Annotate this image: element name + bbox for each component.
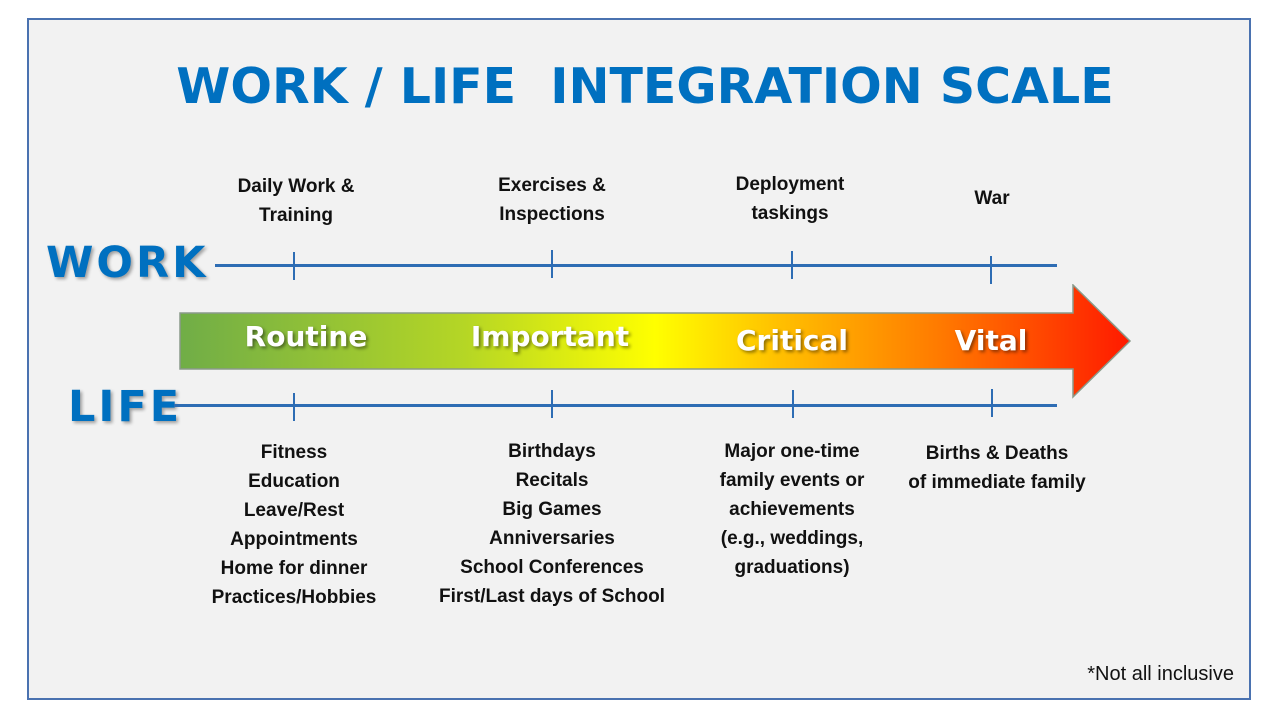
life-caption-important: Birthdays Recitals Big Games Anniversari… — [439, 441, 665, 607]
life-tick-critical — [792, 390, 794, 418]
work-tick-important — [551, 250, 553, 278]
work-line — [215, 264, 1057, 267]
footnote: *Not all inclusive — [1087, 663, 1234, 685]
life-caption-critical: Major one-time family events or achievem… — [719, 441, 865, 578]
page-title: WORK / LIFE INTEGRATION SCALE — [176, 58, 1114, 115]
life-axis-label: LIFE — [68, 382, 183, 432]
level-label-routine: Routine — [244, 320, 368, 353]
life-caption-vital: Births & Deaths of immediate family — [908, 443, 1086, 493]
level-label-vital: Vital — [954, 324, 1028, 357]
life-tick-routine — [293, 393, 295, 421]
life-tick-vital — [991, 389, 993, 417]
work-caption-important: Exercises & Inspections — [498, 175, 606, 225]
life-caption-routine: Fitness Education Leave/Rest Appointment… — [211, 442, 377, 608]
level-label-important: Important — [470, 320, 630, 353]
work-caption-routine: Daily Work & Training — [237, 176, 355, 226]
life-tick-important — [551, 390, 553, 418]
work-tick-routine — [293, 252, 295, 280]
work-tick-critical — [791, 251, 793, 279]
level-label-critical: Critical — [735, 324, 849, 357]
work-caption-critical: Deployment taskings — [735, 174, 845, 224]
integration-scale-arrow — [179, 284, 1132, 399]
work-axis-label: WORK — [46, 238, 209, 288]
work-tick-vital — [990, 256, 992, 284]
work-caption-vital: War — [974, 188, 1010, 209]
life-line — [174, 404, 1057, 407]
